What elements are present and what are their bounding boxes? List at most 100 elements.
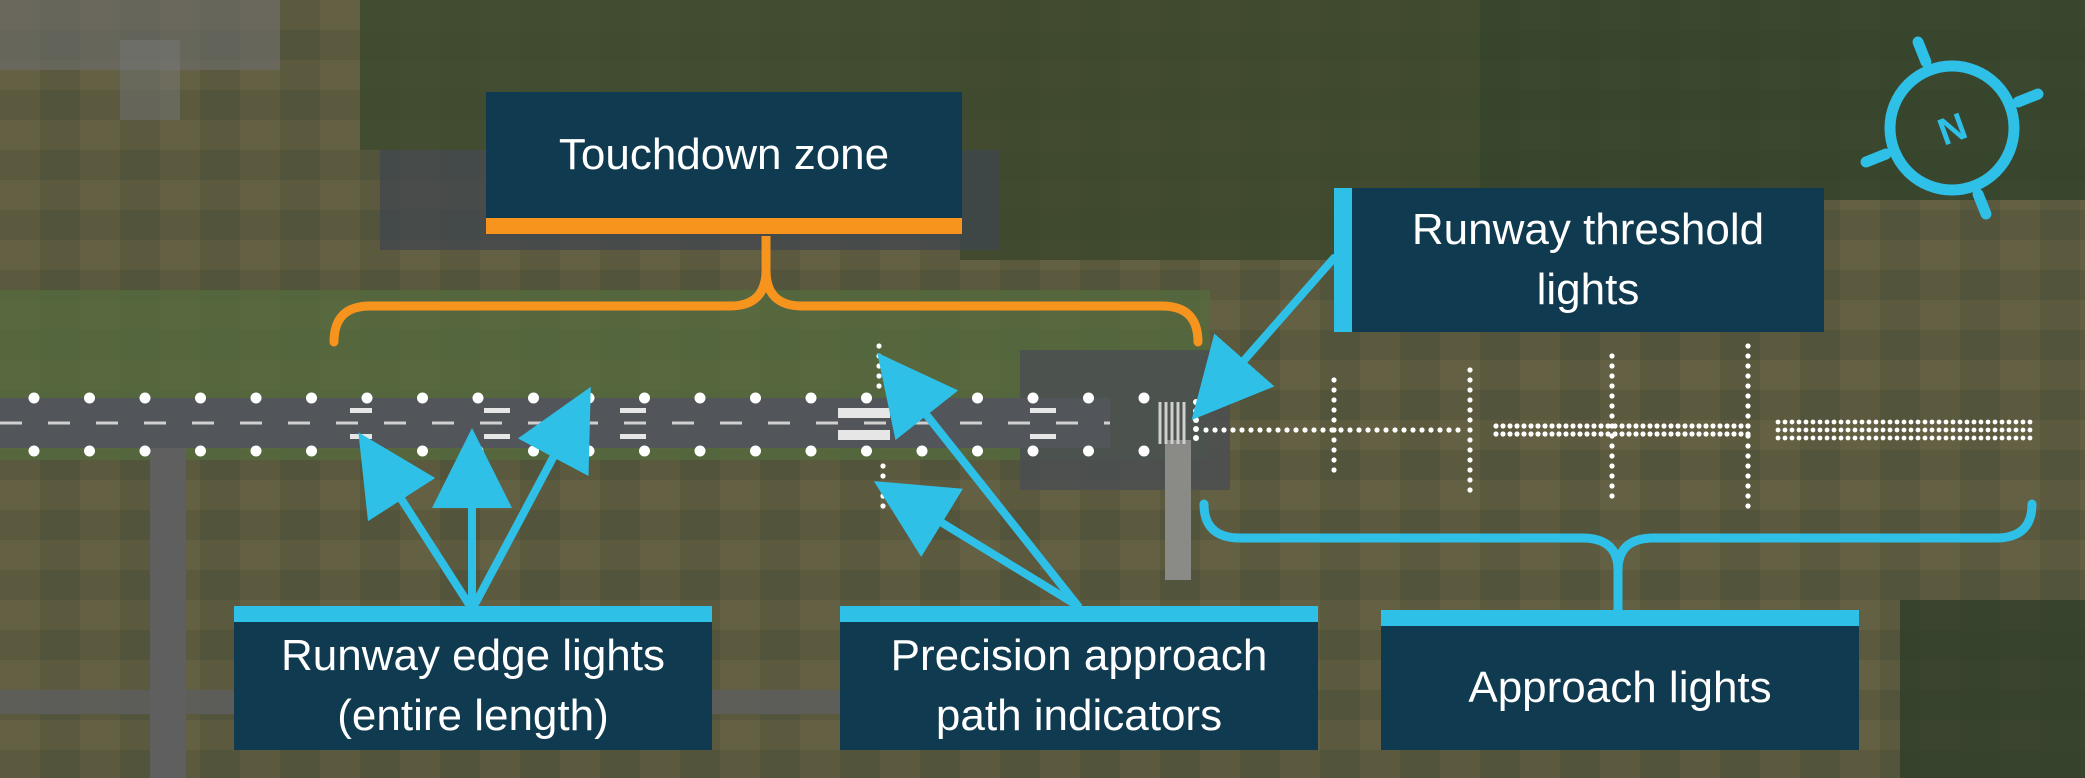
approach-light [1775,427,1781,433]
approach-lights-group [1203,343,2033,509]
runway-threshold-lights-label: Runway threshold lights [1334,188,1824,332]
approach-light [1978,427,1984,433]
approach-light [1570,423,1576,429]
threshold-light [1193,408,1199,414]
papi-light [880,503,886,509]
approach-light [1347,427,1353,433]
papi-light [876,383,882,389]
papi-light [876,363,882,369]
papi-light [876,353,882,359]
approach-light [1320,427,1326,433]
approach-light [2006,419,2012,425]
runway-edge-light [1083,392,1094,404]
approach-light [1275,427,1281,433]
approach-light [1203,427,1209,433]
approach-crossbar-light [1745,383,1751,389]
approach-crossbar-light [1467,417,1473,423]
runway-edge-light [1027,392,1039,404]
runway-edge-light [195,392,206,404]
runway-edge-light [972,392,983,404]
runway-edge-light [417,392,428,404]
approach-light [1810,435,1816,441]
approach-light [1936,419,1942,425]
approach-light [1992,419,1998,425]
approach-light [1796,435,1802,441]
approach-light [1221,427,1227,433]
approach-crossbar-light [1745,393,1751,399]
approach-light [1817,419,1823,425]
approach-lights-label: Approach lights [1381,610,1859,750]
approach-light [1535,423,1541,429]
threshold-light [1193,417,1199,423]
approach-light [1782,427,1788,433]
approach-light [1738,423,1744,429]
approach-light [1929,435,1935,441]
approach-light [1845,427,1851,433]
approach-light [1789,419,1795,425]
compass-rose: N [1860,36,2044,220]
approach-light [2006,427,2012,433]
papi-arrow [877,352,1082,610]
approach-light [1789,427,1795,433]
approach-light [1230,427,1236,433]
papi-label: Precision approach path indicators [840,606,1318,750]
approach-light [1859,435,1865,441]
approach-lights-brace [1199,499,2037,610]
approach-crossbar-light [1467,467,1473,473]
approach-light [1605,431,1611,437]
approach-light [1654,423,1660,429]
approach-light [1796,427,1802,433]
approach-light [1971,427,1977,433]
approach-light [1528,423,1534,429]
approach-light [2020,419,2026,425]
approach-light [1964,419,1970,425]
approach-light [2020,427,2026,433]
approach-light [1817,427,1823,433]
approach-light [1796,419,1802,425]
approach-light [1908,419,1914,425]
approach-light [1521,423,1527,429]
approach-light [1507,423,1513,429]
approach-light [1873,435,1879,441]
threshold-arrow [1191,254,1338,421]
approach-light [1682,431,1688,437]
approach-light [1689,431,1695,437]
threshold-light [1193,399,1199,405]
approach-light [1266,427,1272,433]
approach-light [1365,427,1371,433]
approach-light [1626,431,1632,437]
approach-light [1985,419,1991,425]
approach-light [1838,419,1844,425]
approach-light [1437,427,1443,433]
papi-text: Precision approach path indicators [890,631,1268,740]
runway-edge-light [861,392,872,404]
taxiway [1165,440,1191,580]
approach-light [1922,419,1928,425]
approach-light [1419,427,1425,433]
approach-light [1514,423,1520,429]
approach-light [1661,423,1667,429]
approach-light [1640,431,1646,437]
runway-edge-light [916,445,928,457]
approach-light [1626,423,1632,429]
runway-edge-light [28,392,40,404]
approach-light [1542,431,1548,437]
approach-light [1563,431,1569,437]
approach-light [1591,431,1597,437]
touchdown-zone-brace [329,236,1203,347]
approach-light [1859,427,1865,433]
approach-light [1374,427,1380,433]
approach-light [1866,419,1872,425]
approach-light [1894,427,1900,433]
approach-crossbar-light [1609,433,1615,439]
approach-light [1957,435,1963,441]
papi-light [880,493,886,499]
runway-edge-light [306,392,317,404]
approach-crossbar-light [1467,367,1473,373]
approach-light [1789,435,1795,441]
approach-crossbar-light [1467,447,1473,453]
approach-light [1782,435,1788,441]
approach-light [1724,431,1730,437]
approach-light [1985,427,1991,433]
